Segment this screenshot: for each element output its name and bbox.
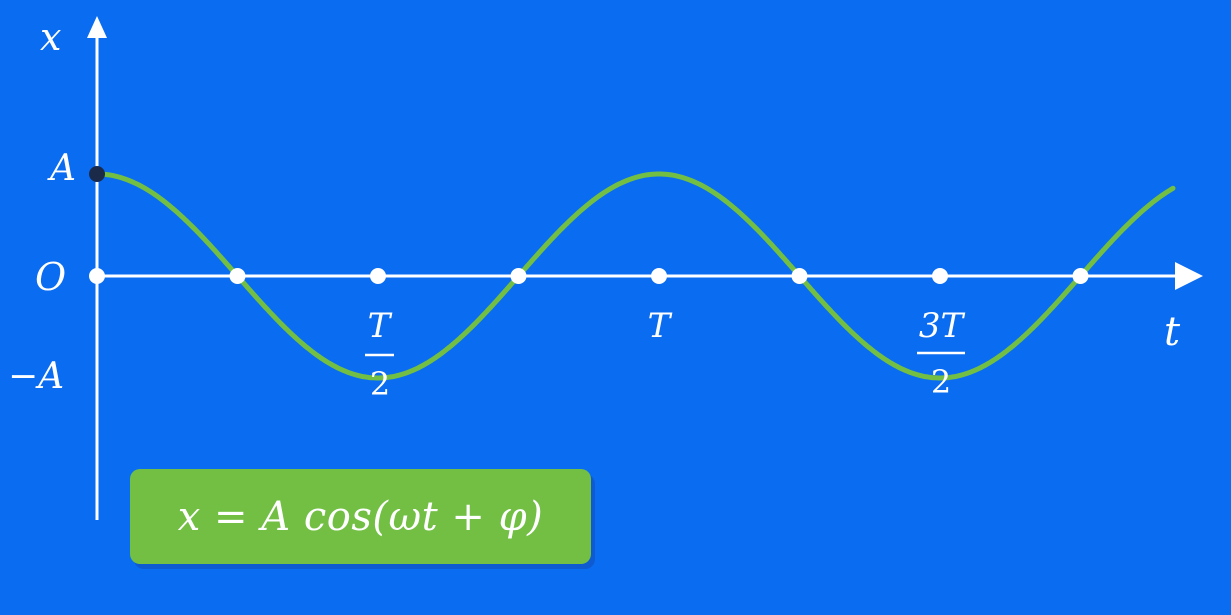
vertical-axis-label: x — [40, 15, 61, 59]
t-axis-point — [791, 268, 808, 284]
tick-full-period: T — [648, 306, 673, 346]
tick-half-denominator: 2 — [370, 365, 390, 403]
t-axis-point — [229, 268, 246, 284]
tick-half-numerator: T — [368, 306, 393, 346]
formula-box: x = A cos(ωt + φ) — [130, 469, 591, 564]
tick-three-half-denominator: 2 — [931, 363, 951, 401]
amplitude-label: A — [47, 148, 76, 189]
tick-three-half-period: 3T 2 — [917, 306, 965, 401]
t-axis-point — [651, 268, 667, 284]
t-axis-point — [370, 268, 386, 284]
origin-label: O — [35, 255, 66, 299]
tick-half-period: T 2 — [365, 306, 394, 403]
t-axis-point — [510, 268, 527, 284]
start-point — [89, 166, 105, 182]
tick-three-half-numerator: 3T — [919, 306, 966, 346]
horizontal-axis-arrow-icon — [1175, 262, 1203, 290]
horizontal-axis-label: t — [1164, 309, 1181, 355]
t-axis-point — [932, 268, 948, 284]
t-axis-points — [89, 268, 1089, 284]
t-axis-point — [1072, 268, 1089, 284]
oscillation-formula: x = A cos(ωt + φ) — [177, 493, 544, 540]
vertical-axis-arrow-icon — [87, 16, 107, 38]
origin-point — [89, 268, 105, 284]
negative-amplitude-label: −A — [8, 356, 64, 397]
cosine-curve — [94, 171, 1176, 381]
